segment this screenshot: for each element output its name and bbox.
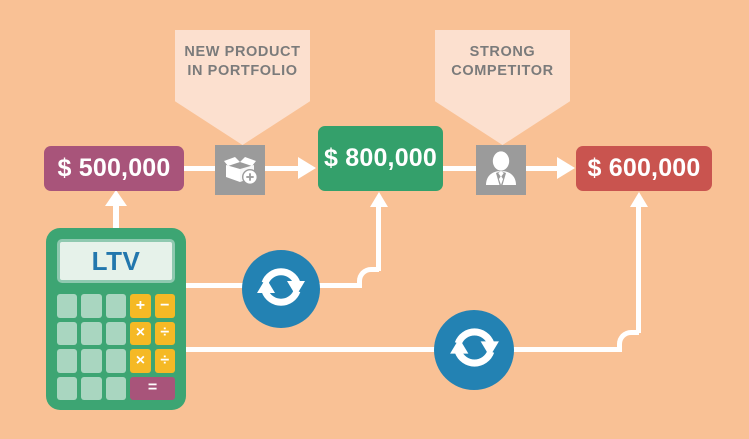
line-calc-to-800-elbow xyxy=(357,267,379,288)
calculator-screen: LTV xyxy=(57,239,175,283)
banner-competitor-line1: STRONG xyxy=(469,44,536,60)
open-box-add-icon xyxy=(221,151,259,190)
line-competitor-to-600 xyxy=(524,166,562,171)
value-box-800000-label: $ 800,000 xyxy=(323,144,438,172)
calculator-screen-label: LTV xyxy=(91,245,141,276)
line-calc-to-800-vertical xyxy=(376,205,381,271)
line-500-to-product xyxy=(182,166,218,171)
refresh-sync-icon xyxy=(253,259,309,320)
calculator-key-divide-2[interactable]: ÷ xyxy=(154,349,175,373)
calculator-key-blank[interactable] xyxy=(105,349,127,373)
calculator-key-minus[interactable]: − xyxy=(154,294,175,318)
calculator-key-blank[interactable] xyxy=(57,321,78,345)
icon-tile-strong-competitor[interactable] xyxy=(476,145,526,195)
calculator-key-blank[interactable] xyxy=(81,321,102,345)
businessman-icon xyxy=(484,150,518,191)
banner-competitor-line2: COMPETITOR xyxy=(451,62,554,79)
calculator-key-blank[interactable] xyxy=(81,294,102,318)
calculator-keypad[interactable]: + − × ÷ × ÷ = xyxy=(57,294,175,400)
calculator-key-blank[interactable] xyxy=(57,376,78,400)
ltv-calculator[interactable]: LTV + − × ÷ × ÷ xyxy=(46,228,186,410)
arrowhead-calc-to-600 xyxy=(630,192,648,207)
calculator-key-blank[interactable] xyxy=(105,294,127,318)
line-calc-to-500-stem xyxy=(113,200,119,235)
refresh-sync-badge-1[interactable] xyxy=(242,250,320,328)
calculator-key-plus[interactable]: + xyxy=(130,294,151,318)
calculator-key-blank[interactable] xyxy=(105,376,127,400)
calculator-key-divide[interactable]: ÷ xyxy=(154,321,175,345)
arrowhead-competitor-to-600 xyxy=(557,157,575,179)
arrowhead-calc-to-800 xyxy=(370,192,388,207)
line-product-to-800 xyxy=(263,166,303,171)
calculator-key-blank[interactable] xyxy=(105,321,127,345)
value-box-600000-label: $ 600,000 xyxy=(587,154,701,182)
value-box-500000[interactable]: $ 500,000 xyxy=(44,146,184,191)
line-800-to-competitor xyxy=(441,166,479,171)
calculator-key-blank[interactable] xyxy=(81,349,102,373)
line-calc-to-600-vertical xyxy=(636,205,641,333)
line-calc-to-600-horizontal xyxy=(184,347,620,352)
value-box-500000-label: $ 500,000 xyxy=(57,154,171,182)
calculator-key-equals[interactable]: = xyxy=(130,376,175,400)
banner-product-line2: IN PORTFOLIO xyxy=(187,62,298,79)
calculator-key-blank[interactable] xyxy=(57,294,78,318)
calculator-key-multiply-2[interactable]: × xyxy=(130,349,151,373)
value-box-800000[interactable]: $ 800,000 xyxy=(318,126,443,191)
arrowhead-product-to-800 xyxy=(298,157,316,179)
arrowhead-calc-to-500 xyxy=(105,190,127,206)
refresh-sync-badge-2[interactable] xyxy=(434,310,514,390)
refresh-sync-icon xyxy=(446,319,503,381)
icon-tile-new-product[interactable] xyxy=(215,145,265,195)
calculator-key-blank[interactable] xyxy=(57,349,78,373)
calculator-key-multiply[interactable]: × xyxy=(130,321,151,345)
banner-product-line1: NEW PRODUCT xyxy=(184,44,301,60)
line-calc-to-600-elbow xyxy=(617,330,639,352)
value-box-600000[interactable]: $ 600,000 xyxy=(576,146,712,191)
calculator-key-blank[interactable] xyxy=(81,376,102,400)
